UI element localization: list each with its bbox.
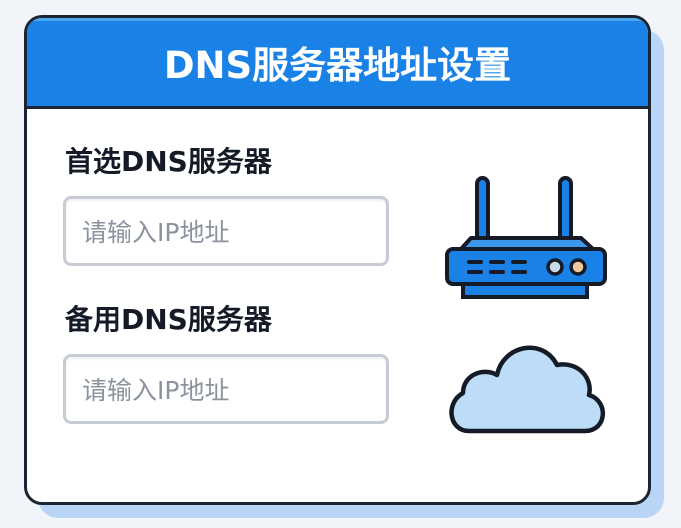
secondary-dns-label: 备用DNS服务器 xyxy=(65,303,272,336)
cloud-icon xyxy=(441,323,611,442)
secondary-dns-placeholder: 请输入IP地址 xyxy=(82,376,230,405)
primary-dns-label: 首选DNS服务器 xyxy=(65,145,272,178)
primary-dns-input[interactable]: 请输入IP地址 xyxy=(63,196,389,266)
page-title: DNS服务器地址设置 xyxy=(163,44,512,87)
router-icon xyxy=(441,173,611,307)
primary-dns-placeholder: 请输入IP地址 xyxy=(82,218,230,247)
dns-settings-card: DNS服务器地址设置 首选DNS服务器 请输入IP地址 备用DNS服务器 请输入… xyxy=(24,15,651,505)
secondary-dns-input[interactable]: 请输入IP地址 xyxy=(63,354,389,424)
card-header: DNS服务器地址设置 xyxy=(27,18,648,109)
